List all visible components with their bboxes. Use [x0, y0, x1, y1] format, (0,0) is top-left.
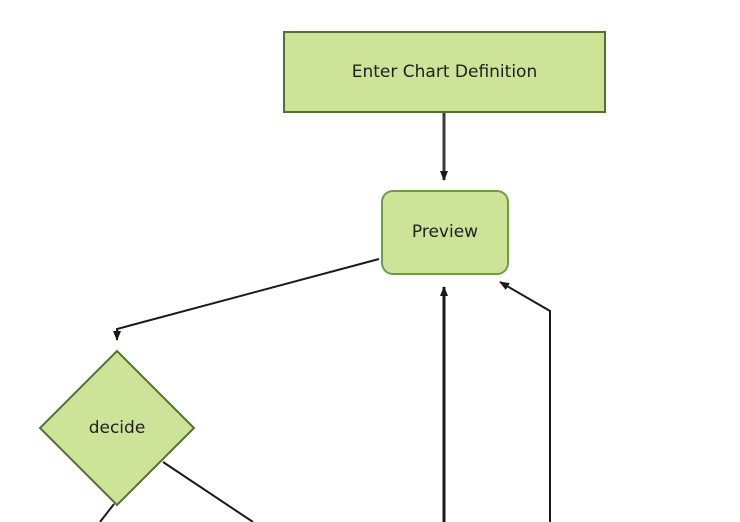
- node-enter-chart-definition[interactable]: Enter Chart Definition: [283, 31, 606, 113]
- node-decide[interactable]: decide: [39, 351, 195, 505]
- edge-decide-right-out: [162, 461, 254, 522]
- decide-diamond-shape[interactable]: [38, 349, 196, 507]
- node-preview-label: Preview: [411, 222, 479, 242]
- edge-preview-to-decide: [113, 258, 380, 341]
- node-enter-chart-definition-label: Enter Chart Definition: [351, 61, 538, 82]
- node-decide-label: decide: [88, 417, 146, 438]
- edge-decide-bottom-out: [99, 503, 115, 522]
- edge-return-right-to-preview: [499, 281, 551, 522]
- node-preview[interactable]: Preview: [381, 190, 509, 275]
